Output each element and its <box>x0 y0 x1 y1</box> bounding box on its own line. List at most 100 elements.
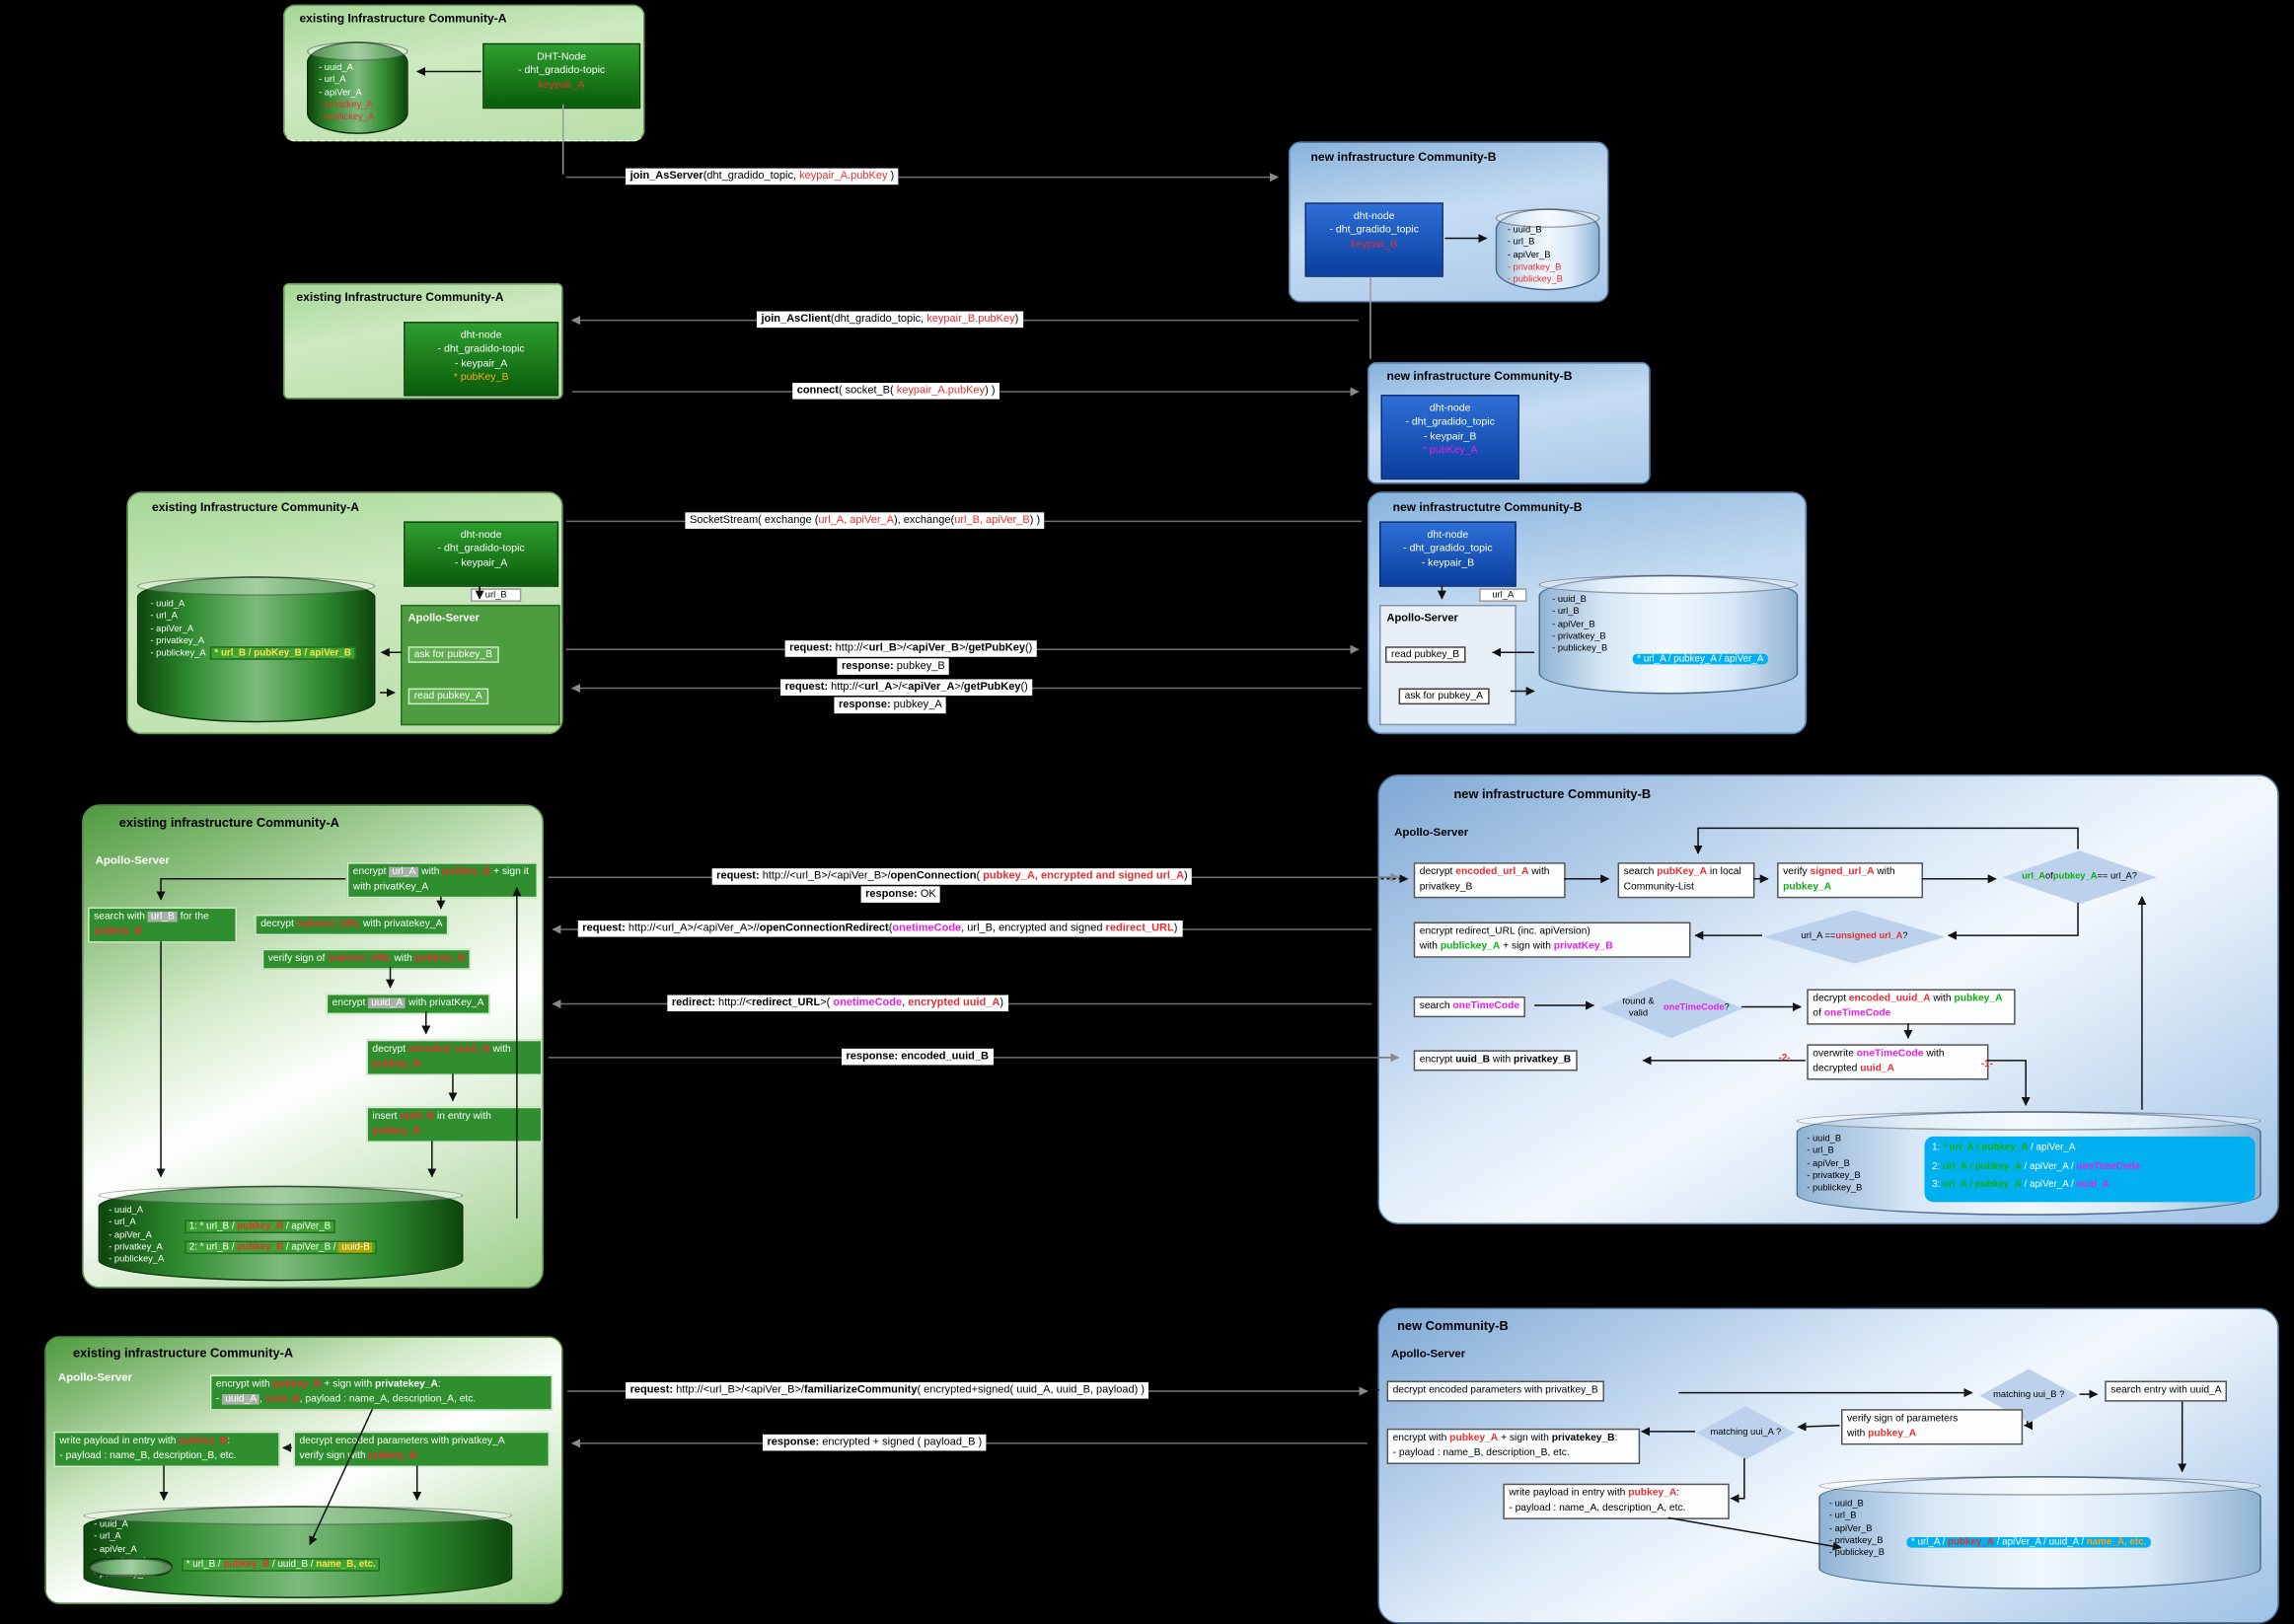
diagram-canvas: existing Infrastructure Community-A - uu… <box>44 4 2279 1624</box>
database-cylinder: - uuid_B- url_B- apiVer_B- privatkey_B- … <box>1538 574 1799 695</box>
database-cylinder: - uuid_B- url_B- apiVer_B- privatkey_B- … <box>1796 1111 2261 1216</box>
step-encrypt-url-a: encrypt url_A with pubkey_B + sign it wi… <box>346 862 539 899</box>
step-decrypt-parameters: decrypt encoded parameters with privatke… <box>1386 1380 1604 1402</box>
step-decrypt-redirect-url: decrypt redirect_URL with privatekey_A <box>255 914 449 936</box>
message-connect: connect( socket_B( keypair_A.pubKey) ) <box>792 382 1000 400</box>
step-decrypt-encoded-uuid-a: decrypt encoded_uuid_A with pubkey_A of … <box>1807 989 2016 1026</box>
apollo-server-label: Apollo-Server <box>407 610 480 625</box>
db-entry-1: 1: * url_B / pubkey_B / apiVer_B <box>185 1219 335 1234</box>
section-title: new infrastructure Community-B <box>1453 786 1652 802</box>
db-fields: - uuid_B- url_B- apiVer_B- privatkey_B- … <box>1507 224 1563 286</box>
step-encrypt-uuid-b: encrypt uuid_B with privatkey_B <box>1413 1050 1578 1071</box>
section-a1-existing-community-a: existing Infrastructure Community-A - uu… <box>282 4 645 142</box>
step-search-entry-uuid-a: search entry with uuid_A <box>2105 1380 2228 1402</box>
step-write-payload-pubkey-a: write payload in entry with pubkey_A:- p… <box>1503 1483 1730 1520</box>
db-fields: - uuid_A- url_A- apiVer_A- privatkey_A- … <box>319 62 375 123</box>
decision-url-a-unsigned: url_A == unsigned url_A? <box>1763 910 1946 964</box>
arrow-label-2: -2- <box>1778 1053 1791 1064</box>
step-encrypt-with-pubkey-a: encrypt with pubkey_A + sign with privat… <box>1386 1428 1641 1465</box>
step-encrypt-redirect-url: encrypt redirect_URL (inc. apiVersion)wi… <box>1413 922 1691 959</box>
section-title: existing infrastructure Community-A <box>72 1345 294 1361</box>
section-a4-existing-community-a: existing infrastructure Community-A Apol… <box>82 804 545 1289</box>
section-a3-existing-community-a: existing Infrastructure Community-A dht-… <box>126 491 563 735</box>
section-b3-new-community-b: new infrastructutre Community-B dht-node… <box>1367 491 1808 735</box>
section-title: new infrastructure Community-B <box>1310 150 1497 165</box>
db-entry: * url_A / pubkey_A / apiVer_A <box>1632 653 1768 665</box>
database-cylinder: - uuid_B- url_B- apiVer_B- privatkey_B- … <box>1495 208 1600 291</box>
step-decrypt-encoded-uuid-b: decrypt encoded_uuid_B with pubkey_B <box>366 1039 543 1076</box>
step-verify-sign-redirect-url: verify sign of redirect_URL with pubKey_… <box>261 948 472 971</box>
message-response-pubkey-b: response: pubkey_B <box>837 658 950 675</box>
message-join-as-client: join_AsClient(dht_gradido_topic, keypair… <box>756 311 1023 329</box>
message-request-open-connection-redirect: request: http://<url_A>/<apiVer_A>//open… <box>577 920 1182 937</box>
apollo-server-label: Apollo-Server <box>1394 825 1469 839</box>
step-verify-signed-url-a: verify signed_url_A with pubkey_A <box>1777 862 1924 899</box>
section-b4-new-community-b: new infrastructure Community-B Apollo-Se… <box>1377 775 2279 1224</box>
db-fields: - uuid_A- url_A- apiVer_A- privatkey_A- … <box>109 1205 165 1266</box>
arrow-label-1: -1- <box>1980 1059 1993 1070</box>
message-request-open-connection: request: http://<url_B>/<apiVer_B>/openC… <box>711 868 1193 885</box>
decision-found-valid-onetimecode: found & valid oneTimeCode? <box>1599 978 1743 1039</box>
apollo-server-label: Apollo-Server <box>57 1369 133 1384</box>
db-entry: * url_B / pubKey_B / apiVer_B <box>209 646 356 660</box>
message-socket-stream: SocketStream( exchange (url_A, apiVer_A)… <box>685 512 1045 529</box>
step-ask-for-pubkey-a: ask for pubkey_A <box>1398 688 1489 705</box>
db-fields: - uuid_A- url_A- apiVer_A- privatkey_A- … <box>150 598 206 659</box>
database-cylinder: - uuid_A- url_A- apiVer_A- privatkey_A- … <box>98 1185 464 1282</box>
db-fields: - uuid_B- url_B- apiVer_B- privatkey_B- … <box>1807 1133 1863 1194</box>
message-redirect: redirect: http://<redirect_URL>( onetime… <box>667 995 1008 1011</box>
db-fields: - uuid_B- url_B- apiVer_B- privatkey_B- … <box>1828 1498 1886 1559</box>
message-response-ok: response: OK <box>860 886 941 903</box>
message-join-as-server: join_AsServer(dht_gradido_topic, keypair… <box>626 168 899 185</box>
db-entry: * url_A / pubkey_A / apiVer_A / uuid_A /… <box>1906 1537 2151 1548</box>
message-response-pubkey-a: response: pubkey_A <box>834 697 947 714</box>
database-cylinder: - uuid_A- url_A- apiVer_A- privatkey_A- … <box>306 41 408 134</box>
step-decrypt-parameters: decrypt encoded parameters with privatke… <box>293 1431 551 1468</box>
section-a2-existing-community-a: existing Infrastructure Community-A dht-… <box>282 282 563 400</box>
step-search-onetimecode: search oneTimeCode <box>1413 996 1526 1018</box>
apollo-server-label: Apollo-Server <box>1386 610 1458 625</box>
db-entry: * url_B / pubkey_B / uuid_B / name_B, et… <box>182 1558 381 1572</box>
apollo-server-box: Apollo-Server read pubkey_B ask for pubk… <box>1378 604 1517 726</box>
step-read-pubkey-b: read pubkey_B <box>1385 646 1466 663</box>
url-a-tag: url_A <box>1479 588 1527 602</box>
dht-node-box: dht-node- dht_gradido_topic- keypair_B* … <box>1380 395 1519 480</box>
dht-node-box: dht-node- dht_gradido_topic- keypair_B <box>1378 521 1517 587</box>
database-cylinder: - uuid_A- url_A- apiVer_A- privatkey_A- … <box>83 1506 513 1598</box>
apollo-server-box: Apollo-Server ask for pubkey_B read pubk… <box>401 604 560 726</box>
step-insert-uuid-b: insert uuid_B in entry with pubkey_B <box>366 1106 543 1144</box>
step-write-payload-pubkey-b: write payload in entry with pubkey_B:- p… <box>53 1431 280 1468</box>
section-b2-new-community-b: new infrastructure Community-B dht-node-… <box>1367 361 1651 484</box>
step-read-pubkey-a: read pubkey_A <box>407 688 488 705</box>
section-title: new infrastructutre Community-B <box>1392 500 1583 514</box>
step-ask-for-pubkey-b: ask for pubkey_B <box>407 646 499 663</box>
section-title: new Community-B <box>1397 1318 1509 1334</box>
section-title: existing Infrastructure Community-A <box>151 500 360 514</box>
dht-node-box: dht-node- dht_gradido-topic- keypair_A <box>404 521 559 587</box>
section-title: existing infrastructure Community-A <box>118 814 339 830</box>
db-fields: - uuid_B- url_B- apiVer_B- privatkey_B- … <box>1552 594 1608 655</box>
message-response-encoded-uuid-b: response: encoded_uuid_B <box>841 1048 994 1066</box>
db-entry-1: 1: * url_A / pubkey_A / apiVer_A <box>1932 1142 2076 1153</box>
database-cylinder: - uuid_A- url_A- apiVer_A- privatkey_A- … <box>136 576 376 723</box>
step-search-pubkey-a: search pubKey_A in local Community-List <box>1617 862 1755 899</box>
message-response-familiarize: response: encrypted + signed ( payload_B… <box>762 1434 987 1451</box>
dht-node-box: dht-node- dht_gradido-topic- keypair_A* … <box>404 322 559 397</box>
message-request-getpubkey-b: request: http://<url_B>/<apiVer_B>/getPu… <box>784 640 1037 657</box>
section-title: existing Infrastructure Community-A <box>296 290 504 304</box>
db-entry-2: 2: * url_B / pubkey_B / apiVer_B / uuid-… <box>185 1240 378 1255</box>
url-b-tag: url_B <box>471 588 522 602</box>
section-b1-new-community-b: new infrastructure Community-B dht-node-… <box>1288 141 1609 303</box>
step-overwrite-onetimecode: overwrite oneTimeCode with decrypted uui… <box>1807 1044 1989 1081</box>
message-request-getpubkey-a: request: http://<url_A>/<apiVer_A>/getPu… <box>780 679 1033 696</box>
db-entry-3: 3: url_A / pubkey_A / apiVer_A / uuid_A <box>1932 1179 2109 1191</box>
apollo-server-label: Apollo-Server <box>95 853 170 867</box>
step-encrypt-uuid-a: encrypt uuid_A with privatKey_A <box>326 993 490 1015</box>
section-title: existing Infrastructure Community-A <box>299 12 507 26</box>
db-entries-highlight: 1: * url_A / pubkey_A / apiVer_A 2: url_… <box>1924 1136 2256 1203</box>
section-b5-new-community-b: new Community-B Apollo-Server decrypt en… <box>1377 1307 2279 1624</box>
section-title: new infrastructure Community-B <box>1386 369 1573 383</box>
step-encrypt-with-pubkey-b: encrypt with pubkey_B + sign with privat… <box>209 1374 554 1412</box>
